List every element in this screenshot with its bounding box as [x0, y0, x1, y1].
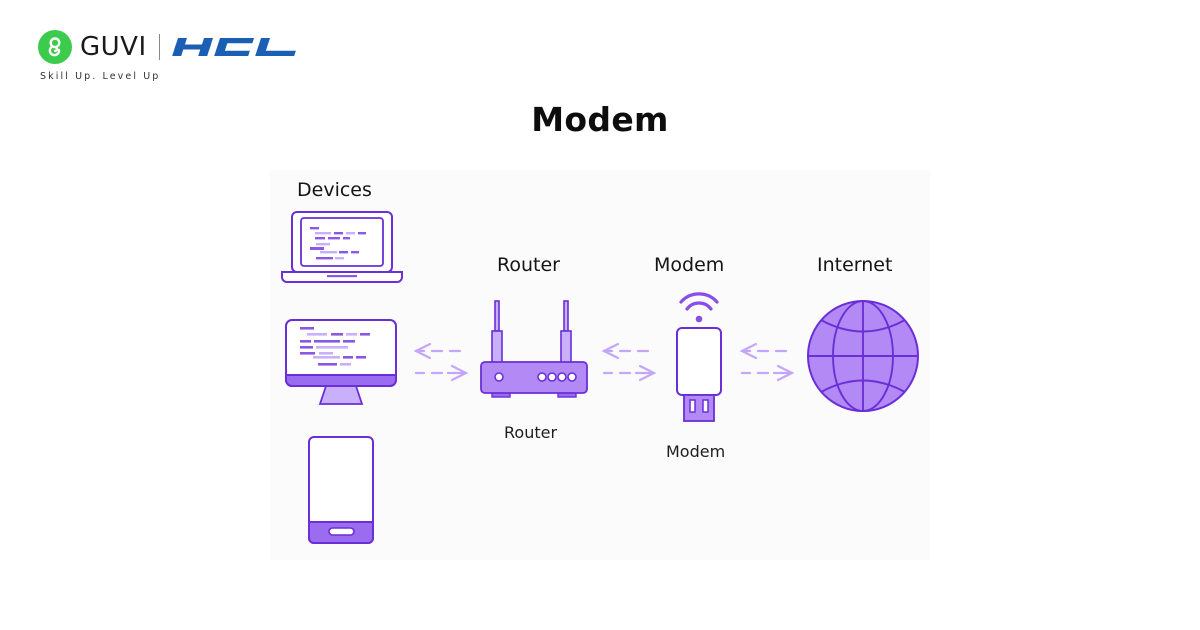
tagline: Skill Up. Level Up — [40, 71, 161, 82]
modem-header: Modem — [654, 254, 725, 276]
guvi-wordmark: GUVI — [80, 32, 147, 62]
router-caption: Router — [504, 423, 558, 442]
guvi-logo-icon — [38, 30, 72, 64]
laptop-icon — [281, 211, 403, 283]
modem-caption: Modem — [666, 442, 726, 461]
smartphone-icon — [308, 436, 374, 544]
router-header: Router — [497, 254, 560, 276]
network-diagram: Devices Router Modem Internet Router Mod… — [270, 170, 930, 560]
hcl-logo-icon — [172, 38, 297, 56]
modem-usb-icon — [676, 292, 722, 422]
internet-header: Internet — [817, 254, 893, 276]
globe-icon — [807, 300, 919, 412]
desktop-monitor-icon — [285, 319, 397, 405]
bidirectional-arrow-router-modem — [601, 342, 657, 382]
logo-divider — [158, 34, 161, 60]
devices-header: Devices — [297, 179, 372, 201]
page-title: Modem — [531, 100, 669, 139]
router-icon — [480, 300, 588, 398]
brand-logo: GUVI Skill Up. Level Up — [38, 30, 338, 90]
wifi-signal-icon — [679, 292, 719, 311]
bidirectional-arrow-modem-internet — [739, 342, 795, 382]
logo-row: GUVI — [38, 30, 304, 64]
bidirectional-arrow-devices-router — [413, 342, 469, 382]
